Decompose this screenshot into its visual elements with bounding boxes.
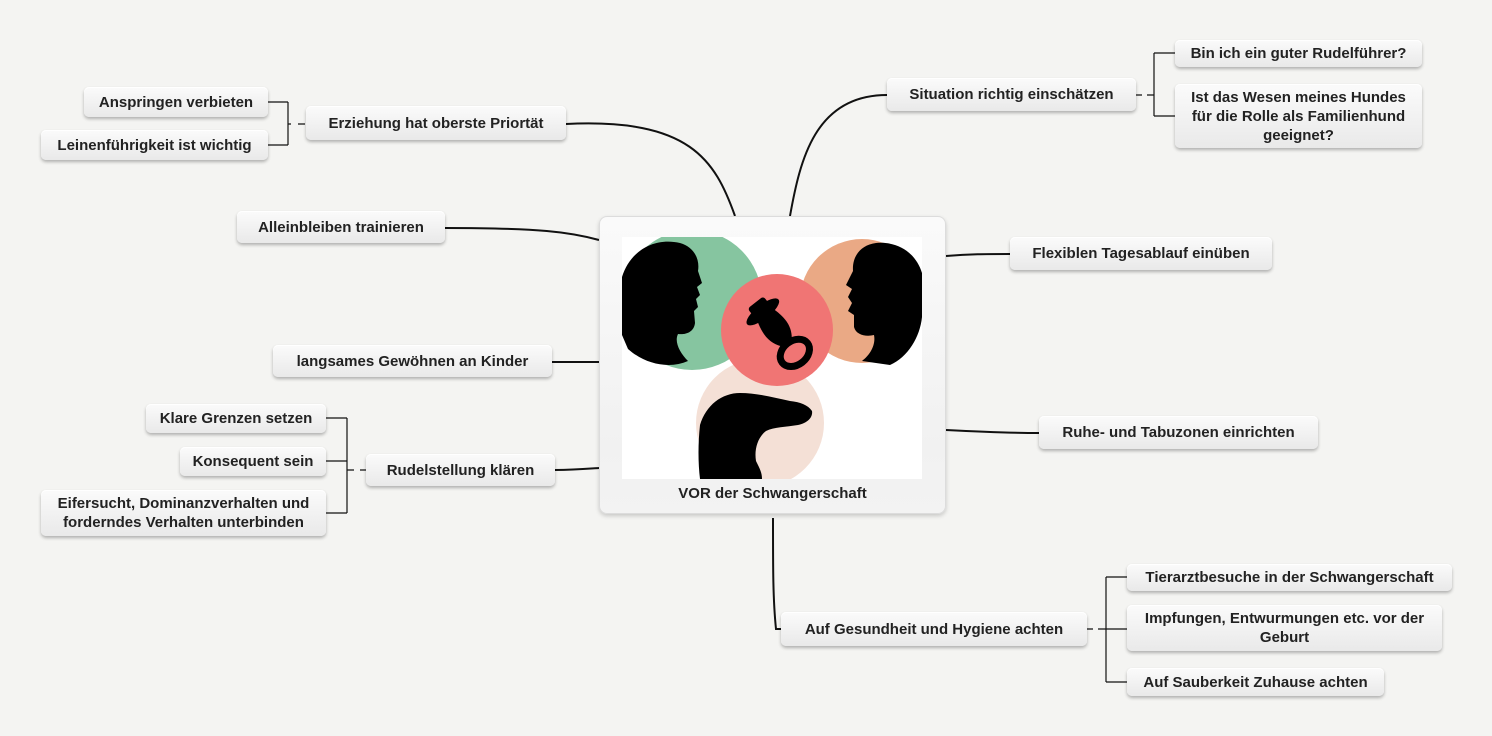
branch-rudelstellung <box>554 467 600 471</box>
topic-gewoehnen[interactable]: langsames Gewöhnen an Kinder <box>273 345 552 377</box>
central-topic-title: VOR der Schwangerschaft <box>678 485 867 502</box>
topic-tagesablauf[interactable]: Flexiblen Tagesablauf einüben <box>1010 237 1272 270</box>
dog-head-icon <box>698 393 813 479</box>
connector-situation-children <box>1136 52 1175 117</box>
connector-gesundheit-children <box>1087 576 1127 683</box>
topic-alleinbleiben[interactable]: Alleinbleiben trainieren <box>237 211 445 243</box>
branch-ruhezonen <box>945 429 1040 434</box>
subtopic-eifersucht[interactable]: Eifersucht, Dominanzverhalten und forder… <box>41 490 326 536</box>
topic-ruhezonen[interactable]: Ruhe- und Tabuzonen einrichten <box>1039 416 1318 449</box>
branch-alleinbleiben <box>444 227 600 241</box>
subtopic-anspringen[interactable]: Anspringen verbieten <box>84 87 268 117</box>
subtopic-wesen[interactable]: Ist das Wesen meines Hundes für die Roll… <box>1175 84 1422 148</box>
woman-profile-icon <box>846 242 922 365</box>
subtopic-tierarzt[interactable]: Tierarztbesuche in der Schwangerschaft <box>1127 564 1452 591</box>
branch-erziehung <box>565 122 736 217</box>
connector-rudelstellung-children <box>326 417 366 514</box>
man-profile-icon <box>622 241 702 365</box>
subtopic-konsequent[interactable]: Konsequent sein <box>180 447 326 476</box>
topic-gesundheit[interactable]: Auf Gesundheit und Hygiene achten <box>781 612 1087 646</box>
branch-gesundheit <box>772 517 781 630</box>
central-topic-image <box>622 237 922 479</box>
subtopic-grenzen[interactable]: Klare Grenzen setzen <box>146 404 326 433</box>
subtopic-rudelfuehrer[interactable]: Bin ich ein guter Rudelführer? <box>1175 40 1422 67</box>
topic-rudelstellung[interactable]: Rudelstellung klären <box>366 454 555 486</box>
connector-erziehung-children <box>268 101 305 146</box>
branch-situation <box>789 94 888 217</box>
central-topic[interactable]: VOR der Schwangerschaft <box>599 216 946 514</box>
pacifier-icon <box>746 297 813 371</box>
subtopic-sauberkeit[interactable]: Auf Sauberkeit Zuhause achten <box>1127 668 1384 696</box>
subtopic-leinenfuehrigkeit[interactable]: Leinenführigkeit ist wichtig <box>41 130 268 160</box>
branch-tagesablauf <box>945 253 1011 257</box>
subtopic-impfungen[interactable]: Impfungen, Entwurmungen etc. vor der Geb… <box>1127 605 1442 651</box>
topic-situation[interactable]: Situation richtig einschätzen <box>887 78 1136 111</box>
topic-erziehung[interactable]: Erziehung hat oberste Priortät <box>306 106 566 140</box>
